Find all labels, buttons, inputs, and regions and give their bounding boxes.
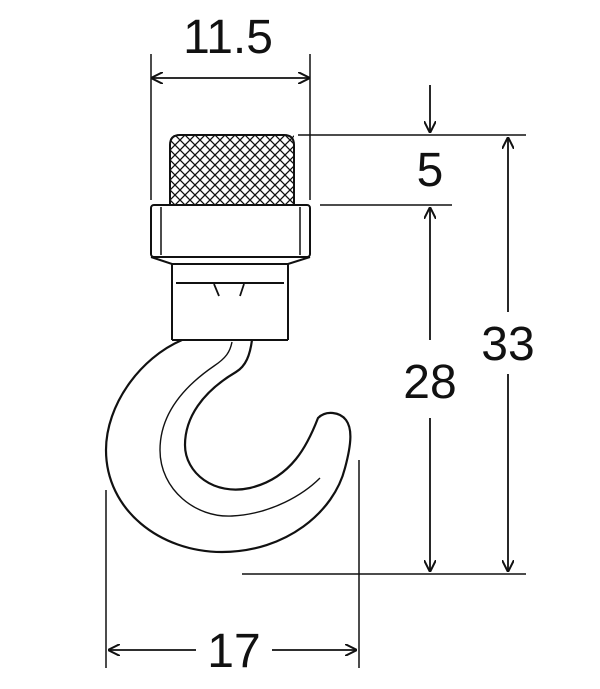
neck: [150, 256, 311, 265]
dim-label-top-width: 11.5: [183, 11, 273, 64]
dim-label-overall-height: 33: [481, 318, 534, 371]
hook-body: [104, 338, 352, 554]
dim-label-lower-height: 28: [403, 356, 456, 409]
dimension-overall-height: 33: [481, 137, 535, 572]
dim-label-knurl-height: 5: [417, 144, 444, 197]
collar: [150, 204, 311, 258]
dimension-lower-height: 28: [242, 207, 526, 575]
shank: [171, 264, 289, 341]
dimension-hook-width: 17: [105, 460, 360, 678]
knurled-head: [169, 134, 295, 205]
dimension-knurl-height: 5: [298, 85, 526, 206]
dimension-top-width: 11.5: [150, 11, 311, 200]
dim-label-hook-width: 17: [207, 625, 260, 678]
hook-part: [104, 134, 352, 554]
